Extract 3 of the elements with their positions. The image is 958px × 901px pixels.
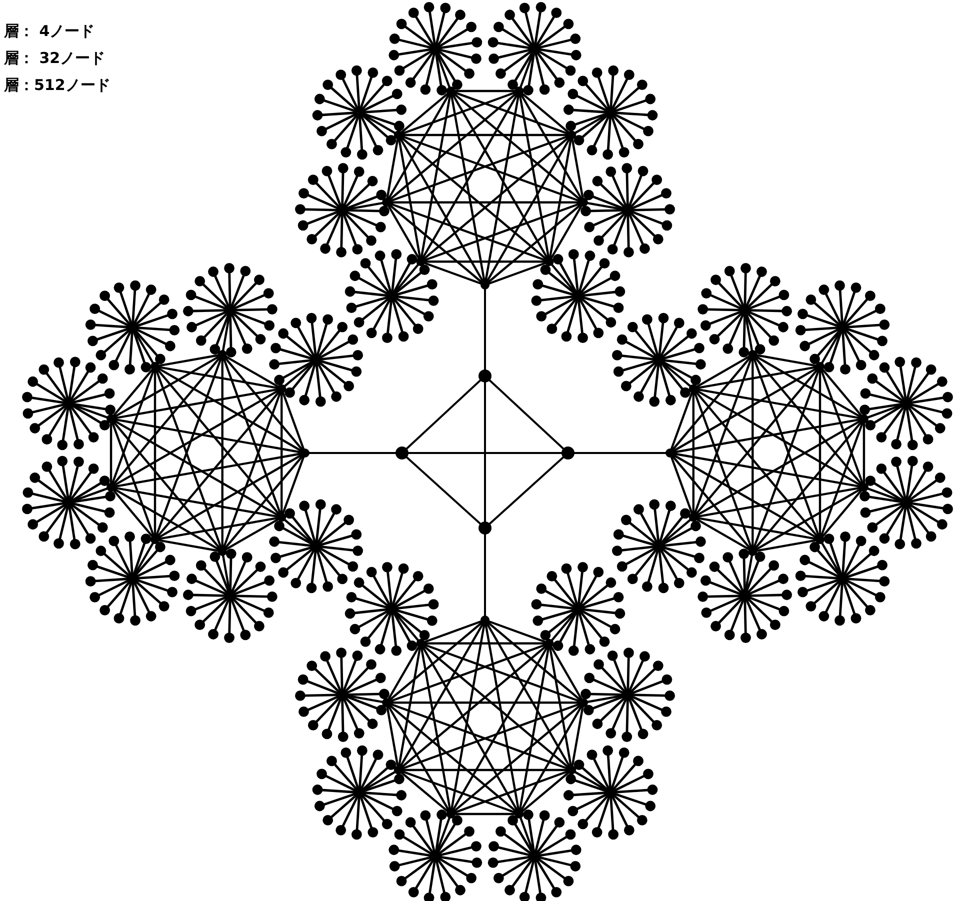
layer-note: 層：512ノード [4,76,110,95]
layer-note: 層： 32ノード [4,49,106,68]
layer-note: 層： 4ノード [4,22,95,41]
